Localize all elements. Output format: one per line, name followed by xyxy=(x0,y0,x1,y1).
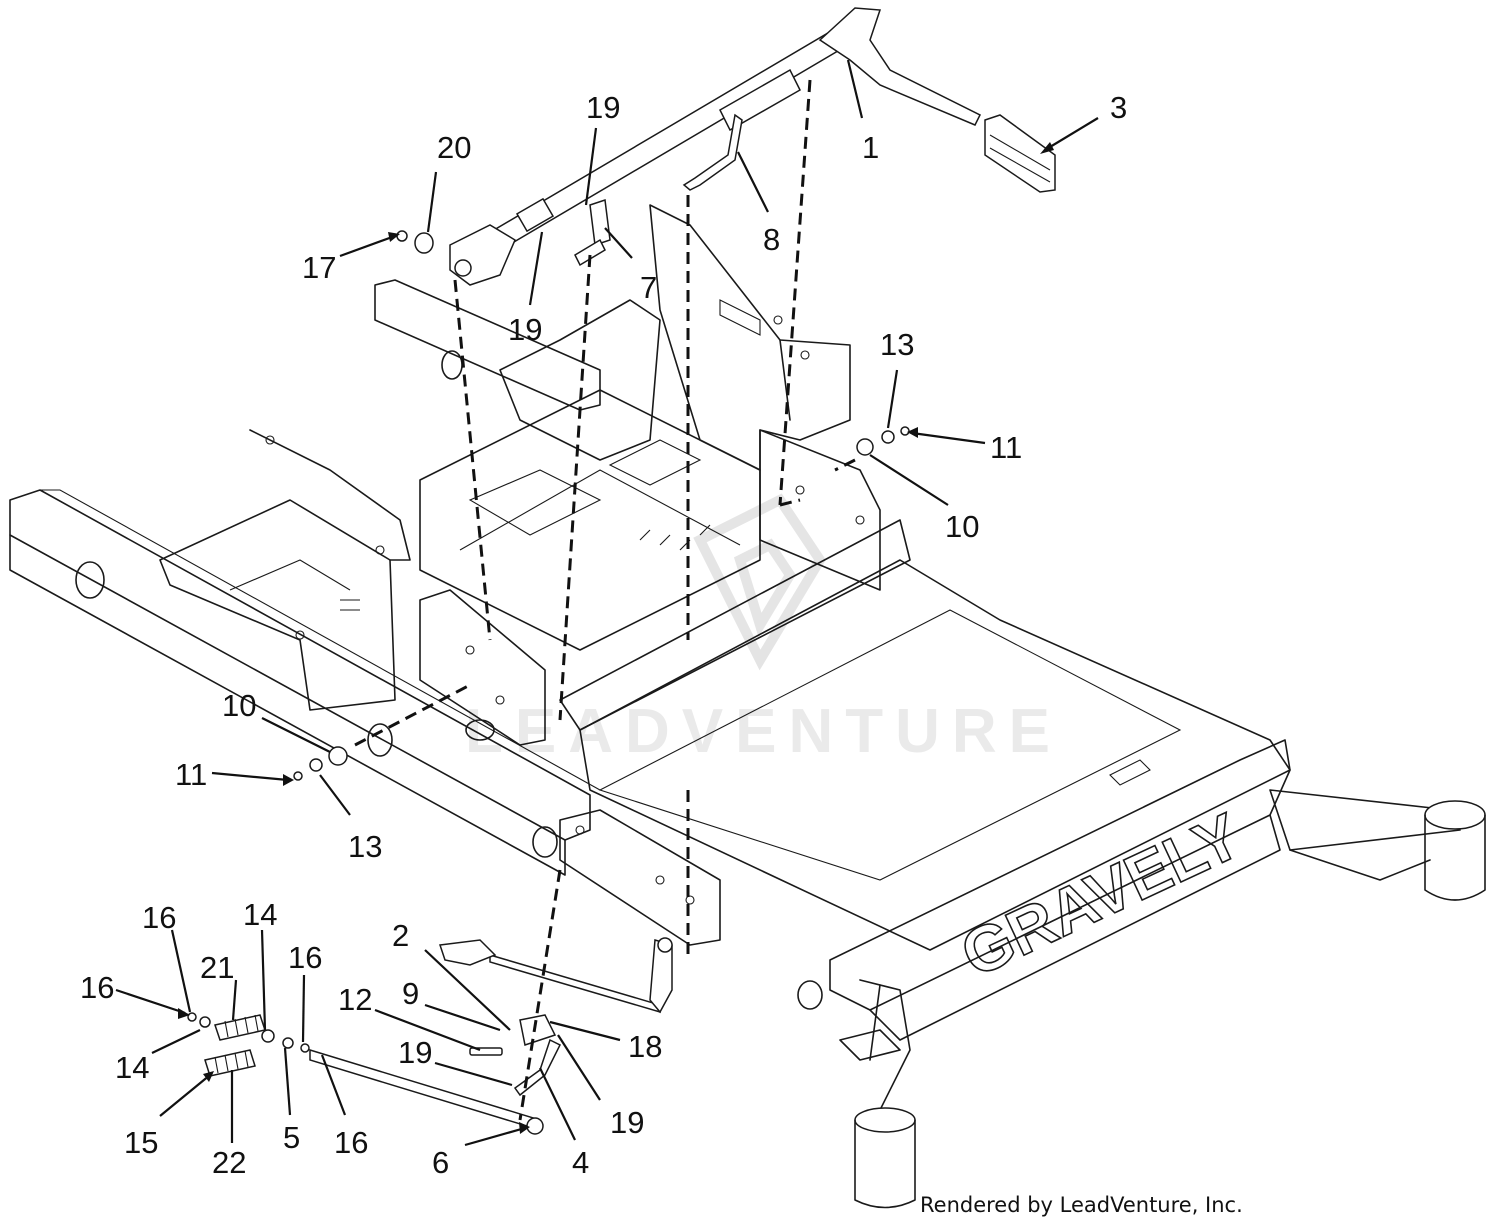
callout-19-left: 19 xyxy=(508,312,542,347)
assembly-lines xyxy=(354,79,856,1121)
callout-3: 3 xyxy=(1110,90,1127,125)
callout-11-right: 11 xyxy=(990,430,1022,465)
watermark-text: LEADVENTURE xyxy=(465,697,1062,766)
callout-21: 21 xyxy=(200,950,234,985)
callout-17: 17 xyxy=(302,250,336,285)
callout-9: 9 xyxy=(402,976,419,1011)
callout-14-top: 14 xyxy=(243,897,277,932)
callout-4: 4 xyxy=(572,1145,589,1180)
callout-10-left: 10 xyxy=(222,688,256,723)
callout-20: 20 xyxy=(437,130,471,165)
callout-22: 22 xyxy=(212,1145,246,1180)
callout-16-c: 16 xyxy=(80,970,114,1005)
callout-11-left: 11 xyxy=(175,757,207,792)
callout-12: 12 xyxy=(338,982,372,1017)
callout-19-lower-left: 19 xyxy=(398,1035,432,1070)
callout-16-b: 16 xyxy=(288,940,322,975)
callout-13-left: 13 xyxy=(348,829,382,864)
upper-control-shaft xyxy=(396,7,1056,286)
callout-19-upper: 19 xyxy=(586,90,620,125)
callout-1: 1 xyxy=(862,130,879,165)
callout-7: 7 xyxy=(640,270,657,305)
callout-10-right: 10 xyxy=(945,509,979,544)
callout-14-bottom: 14 xyxy=(115,1050,149,1085)
callout-15: 15 xyxy=(124,1125,158,1160)
callout-8: 8 xyxy=(763,222,780,257)
callout-13-right: 13 xyxy=(880,327,914,362)
callout-18: 18 xyxy=(628,1029,662,1064)
callout-leaders xyxy=(115,59,1099,1147)
callout-19-lower-right: 19 xyxy=(610,1105,644,1140)
callout-2: 2 xyxy=(392,918,409,953)
callout-16-a: 16 xyxy=(142,900,176,935)
callout-labels: 1 3 19 20 17 8 7 19 13 11 10 10 11 13 16… xyxy=(80,90,1127,1180)
callout-5: 5 xyxy=(283,1120,300,1155)
side-washers xyxy=(293,426,910,781)
rendered-by-credit: Rendered by LeadVenture, Inc. xyxy=(920,1193,1243,1217)
callout-16-d: 16 xyxy=(334,1125,368,1160)
callout-6: 6 xyxy=(432,1145,449,1180)
lower-linkage xyxy=(187,937,673,1135)
